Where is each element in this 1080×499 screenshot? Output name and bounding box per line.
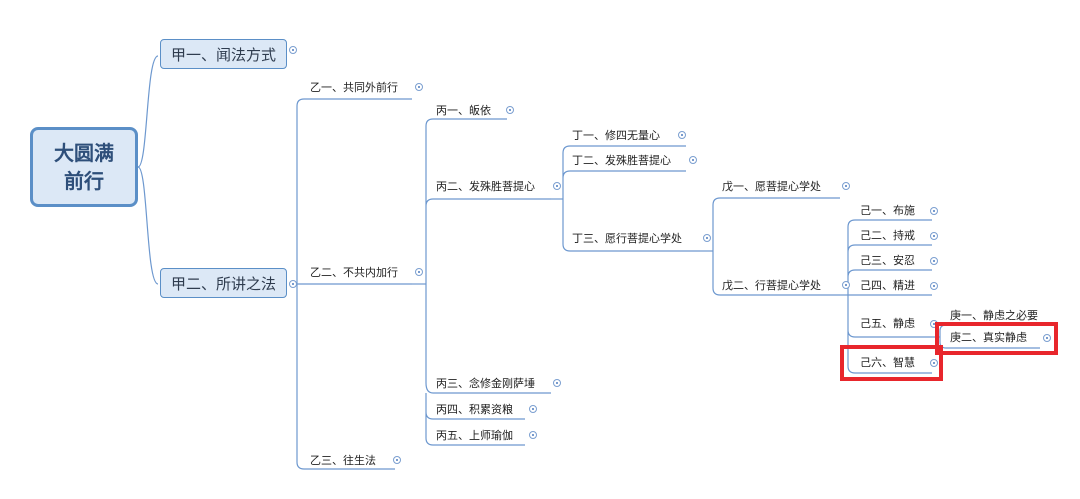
expand-toggle-icon[interactable]: [930, 232, 938, 240]
connector-bing: [425, 118, 551, 446]
connector-yi: [296, 98, 412, 470]
node-yi-2[interactable]: 乙二、不共内加行: [310, 266, 398, 279]
expand-toggle-icon[interactable]: [930, 359, 938, 367]
node-ding-2[interactable]: 丁二、发殊胜菩提心: [572, 154, 671, 167]
highlight-box: [935, 322, 1058, 355]
node-geng-2[interactable]: 庚二、真实静虑: [950, 331, 1027, 344]
node-bing-3[interactable]: 丙三、念修金刚萨埵: [436, 377, 535, 390]
expand-toggle-icon[interactable]: [1043, 334, 1051, 342]
node-ji-5[interactable]: 己五、静虑: [860, 317, 915, 330]
highlight-box: [840, 345, 943, 381]
node-jia-1[interactable]: 甲一、闻法方式: [160, 39, 288, 69]
expand-toggle-icon[interactable]: [842, 182, 850, 190]
node-bing-1[interactable]: 丙一、皈依: [436, 104, 491, 117]
expand-toggle-icon[interactable]: [678, 131, 686, 139]
expand-toggle-icon[interactable]: [529, 405, 537, 413]
connector-wu: [712, 197, 840, 296]
node-wu-2[interactable]: 戊二、行菩提心学处: [722, 279, 821, 292]
node-ji-6[interactable]: 己六、智慧: [860, 356, 915, 369]
connector-ding: [562, 145, 700, 252]
expand-toggle-icon[interactable]: [930, 282, 938, 290]
node-ding-3[interactable]: 丁三、愿行菩提心学处: [572, 232, 682, 245]
node-ding-1[interactable]: 丁一、修四无量心: [572, 129, 660, 142]
node-wu-1[interactable]: 戊一、愿菩提心学处: [722, 180, 821, 193]
collapse-toggle-icon[interactable]: [289, 280, 297, 288]
root-node[interactable]: 大圆满 前行: [30, 127, 138, 207]
expand-toggle-icon[interactable]: [553, 379, 561, 387]
collapse-toggle-icon[interactable]: [842, 281, 850, 289]
node-ji-2[interactable]: 己二、持戒: [860, 229, 915, 242]
expand-toggle-icon[interactable]: [930, 257, 938, 265]
node-ji-1[interactable]: 己一、布施: [860, 204, 915, 217]
node-geng-1[interactable]: 庚一、静虑之必要: [950, 309, 1038, 322]
collapse-toggle-icon[interactable]: [289, 46, 297, 54]
node-bing-4[interactable]: 丙四、积累资粮: [436, 403, 513, 416]
expand-toggle-icon[interactable]: [930, 207, 938, 215]
node-bing-5[interactable]: 丙五、上师瑜伽: [436, 429, 513, 442]
connector-root-b: [137, 166, 159, 285]
connector-ji: [847, 219, 932, 374]
collapse-toggle-icon[interactable]: [415, 268, 423, 276]
node-yi-3[interactable]: 乙三、往生法: [310, 454, 376, 467]
node-bing-2[interactable]: 丙二、发殊胜菩提心: [436, 180, 535, 193]
expand-toggle-icon[interactable]: [529, 431, 537, 439]
expand-toggle-icon[interactable]: [393, 456, 401, 464]
expand-toggle-icon[interactable]: [689, 156, 697, 164]
connector-root-a: [137, 55, 159, 168]
expand-toggle-icon[interactable]: [415, 83, 423, 91]
expand-toggle-icon[interactable]: [506, 106, 514, 114]
node-ji-3[interactable]: 己三、安忍: [860, 254, 915, 267]
collapse-toggle-icon[interactable]: [553, 182, 561, 190]
node-jia-2[interactable]: 甲二、所讲之法: [160, 268, 288, 298]
node-yi-1[interactable]: 乙一、共同外前行: [310, 81, 398, 94]
node-ji-4[interactable]: 己四、精进: [860, 279, 915, 292]
collapse-toggle-icon[interactable]: [703, 234, 711, 242]
